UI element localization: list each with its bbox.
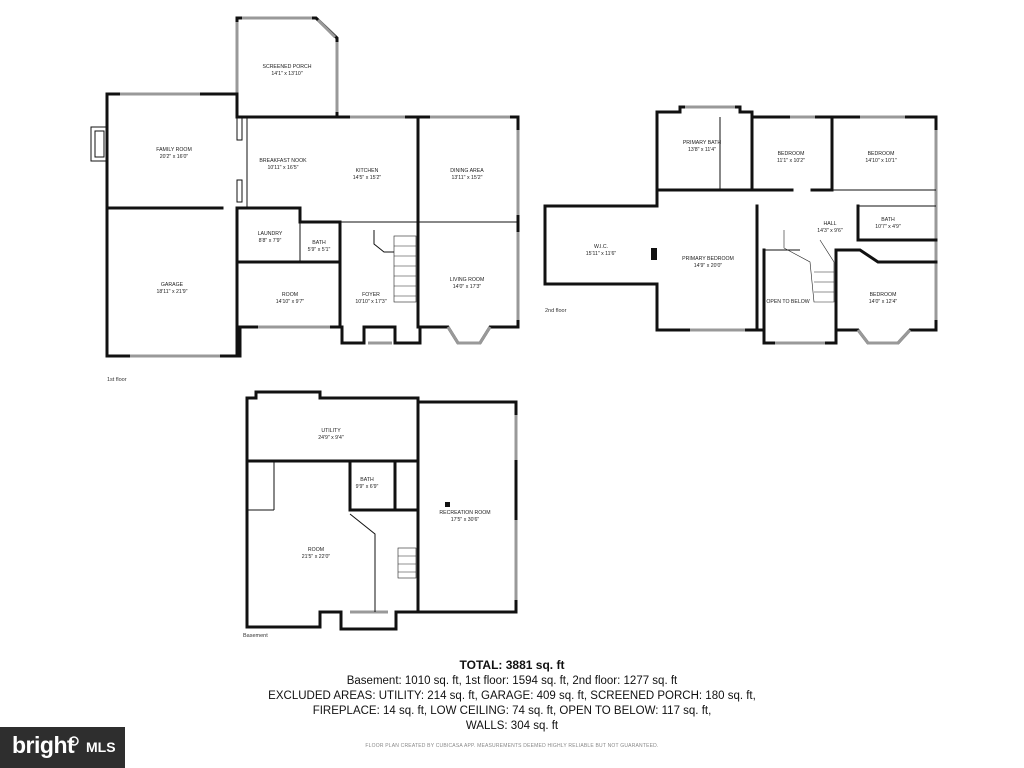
room-dims: 11'1" x 10'2": [777, 158, 805, 164]
room-name: ROOM: [282, 292, 298, 298]
room-name: KITCHEN: [356, 168, 379, 174]
bright-mls-logo: bright MLS: [0, 727, 125, 768]
room-name: UTILITY: [321, 428, 341, 434]
room-name: PRIMARY BATH: [683, 140, 722, 146]
room-name: W.I.C.: [594, 244, 608, 250]
room-dims: 8'8" x 7'9": [259, 238, 282, 244]
room-name: BREAKFAST NOOK: [259, 158, 307, 164]
room-dims: 10'7" x 4'9": [875, 224, 901, 230]
room-dims: 14'3" x 9'6": [817, 228, 843, 234]
floor-label-first: 1st floor: [107, 377, 127, 383]
room-labels: SCREENED PORCH 14'1" x 13'10" FAMILY ROO…: [156, 64, 901, 560]
floor-areas-line: Basement: 1010 sq. ft, 1st floor: 1594 s…: [346, 675, 678, 687]
room-name: HALL: [824, 221, 837, 227]
room-dims: 20'2" x 16'0": [160, 154, 189, 160]
room-name: OPEN TO BELOW: [766, 299, 809, 305]
room-dims: 18'11" x 21'9": [157, 289, 188, 295]
excluded-areas-line-2: FIREPLACE: 14 sq. ft, LOW CEILING: 74 sq…: [312, 705, 712, 717]
room-dims: 10'10" x 17'3": [355, 299, 386, 305]
room-dims: 17'5" x 30'6": [451, 517, 480, 523]
room-dims: 15'11" x 11'6": [586, 251, 617, 257]
room-dims: 14'0" x 17'3": [453, 284, 482, 290]
logo-mark-icon: [69, 736, 79, 746]
total-area: TOTAL: 3881 sq. ft: [459, 658, 565, 672]
floor-label-second: 2nd floor: [545, 308, 567, 314]
room-dims: 14'10" x 10'1": [865, 158, 896, 164]
room-name: BATH: [312, 240, 326, 246]
basement-plan: [245, 390, 518, 631]
first-floor-plan: [90, 16, 520, 358]
room-name: BEDROOM: [868, 151, 895, 157]
room-name: BATH: [360, 477, 374, 483]
room-dims: 13'11" x 15'2": [452, 175, 483, 181]
floor-plan-drawing: SCREENED PORCH 14'1" x 13'10" FAMILY ROO…: [90, 16, 938, 639]
logo-brand: bright: [12, 732, 75, 758]
room-name: LIVING ROOM: [450, 277, 485, 283]
second-floor-plan: [543, 105, 938, 345]
room-dims: 14'5" x 15'2": [353, 175, 382, 181]
credit-disclaimer: FLOOR PLAN CREATED BY CUBICASA APP. MEAS…: [365, 743, 659, 749]
room-name: ROOM: [308, 547, 324, 553]
logo-suffix: MLS: [86, 739, 116, 755]
room-dims: 14'0" x 12'4": [869, 299, 898, 305]
room-dims: 5'9" x 5'1": [308, 247, 331, 253]
room-name: GARAGE: [161, 282, 184, 288]
room-dims: 10'11" x 16'5": [268, 165, 299, 171]
room-dims: 9'9" x 6'9": [356, 484, 379, 490]
room-dims: 24'9" x 9'4": [318, 435, 344, 441]
room-dims: 13'8" x 11'4": [688, 147, 716, 153]
room-name: BEDROOM: [778, 151, 805, 157]
room-name: RECREATION ROOM: [439, 510, 490, 516]
room-name: LAUNDRY: [258, 231, 283, 237]
room-name: PRIMARY BEDROOM: [682, 256, 734, 262]
excluded-areas-line: EXCLUDED AREAS: UTILITY: 214 sq. ft, GAR…: [268, 690, 756, 702]
room-dims: 14'1" x 13'10": [271, 71, 302, 77]
room-name: BATH: [881, 217, 895, 223]
room-dims: 14'10" x 9'7": [276, 299, 305, 305]
floor-label-basement: Basement: [243, 633, 268, 639]
room-dims: 21'5" x 22'0": [302, 554, 331, 560]
room-name: BEDROOM: [870, 292, 897, 298]
walls-area-line: WALLS: 304 sq. ft: [465, 720, 559, 732]
room-name: FAMILY ROOM: [156, 147, 192, 153]
room-name: SCREENED PORCH: [262, 64, 311, 70]
room-dims: 14'9" x 20'0": [694, 263, 723, 269]
room-name: DINING AREA: [450, 168, 484, 174]
room-name: FOYER: [362, 292, 380, 298]
